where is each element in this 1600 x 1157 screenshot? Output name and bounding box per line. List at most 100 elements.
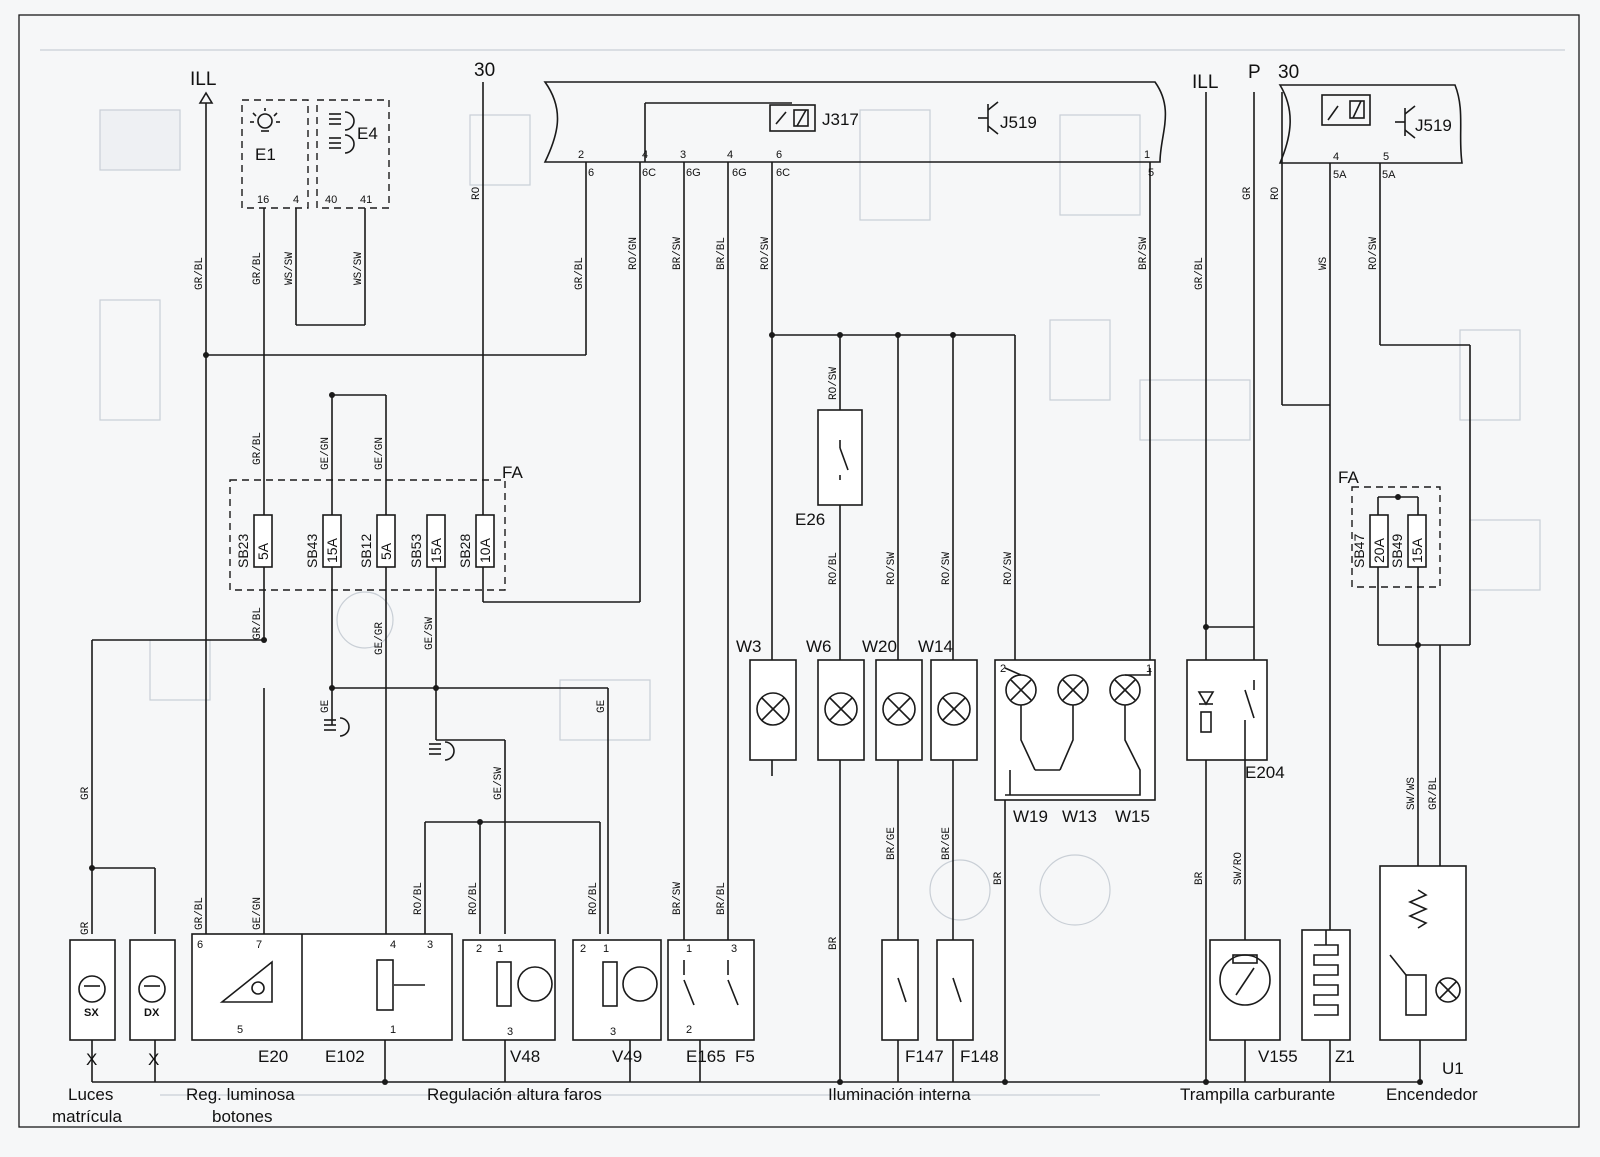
transistor-j519-left-icon	[978, 101, 999, 135]
pin-left-bottom-5: 6C	[776, 167, 790, 179]
module-j519-right-label: J519	[1415, 116, 1452, 135]
e165-pin-1: 1	[686, 943, 692, 955]
fuse-sb53-rating: 15A	[428, 537, 444, 563]
wire-label: BR/GE	[941, 827, 953, 860]
wire-label: RO	[471, 186, 483, 200]
wire-label: GE/SW	[424, 617, 436, 650]
interior-pin-1: 1	[1146, 663, 1152, 675]
v49-label: V49	[612, 1047, 642, 1066]
wire-label: GE/GR	[374, 622, 386, 655]
bottom-components	[69, 865, 1467, 1041]
wire-label: RO/BL	[828, 552, 840, 585]
wire-label: GE	[596, 699, 608, 713]
wire-label: RO/SW	[828, 367, 840, 400]
wire-label: RO/SW	[760, 237, 772, 270]
wire-label: GE/GN	[320, 437, 332, 470]
wire-label: WS/SW	[284, 252, 296, 285]
wire-label: GE	[320, 699, 332, 713]
wire-label: BR	[993, 871, 1005, 885]
lighter-u1-icon	[1389, 954, 1407, 976]
pin-left-top-2: 4	[642, 149, 648, 161]
wire-label: BR/BL	[716, 882, 728, 915]
pin-left-top-6: 1	[1144, 149, 1150, 161]
sx-label: SX	[84, 1007, 99, 1019]
wire-label: WS	[1318, 256, 1330, 270]
wire-label: GR/BL	[194, 897, 206, 930]
wire-label: RO/BL	[468, 882, 480, 915]
wire-label: SW/WS	[1406, 777, 1418, 810]
fuse-labels: SB23 5A SB43 15A SB12 5A SB53 15A SB28 1…	[235, 534, 1425, 568]
pin-left-bottom-4: 6G	[732, 167, 747, 179]
u1-label: U1	[1442, 1059, 1464, 1078]
group-luces-line1: Luces	[68, 1085, 113, 1104]
e1-box	[241, 99, 309, 209]
wire-label: GR	[80, 786, 92, 800]
supply-ill-right: ILL	[1192, 72, 1218, 93]
v48-pin-2: 2	[476, 943, 482, 955]
e20-pin-5: 5	[237, 1024, 243, 1036]
junction-dots	[89, 332, 1423, 1085]
pin-left-top-4: 4	[727, 149, 733, 161]
wire-label: RO/SW	[1003, 552, 1015, 585]
supply-30-right: 30	[1278, 62, 1299, 83]
lamp-w3-label: W3	[736, 637, 762, 656]
fuse-sb23-rating: 5A	[255, 542, 271, 560]
bulb-e1-icon	[250, 108, 280, 132]
group-encendedor: Encendedor	[1386, 1085, 1478, 1104]
wire-label: WS/SW	[353, 252, 365, 285]
pin-left-top-1: 2	[578, 149, 584, 161]
switch-e204	[1186, 659, 1268, 761]
background-ghost	[40, 49, 1565, 1096]
x-label-1: X	[86, 1050, 97, 1069]
pin-left-bottom-6: 5	[1148, 167, 1154, 179]
wire-label: BR	[828, 936, 840, 950]
interior-pin-2: 2	[1000, 663, 1006, 675]
wire-label: BR/GE	[886, 827, 898, 860]
wire-label: GR/BL	[252, 252, 264, 285]
wire-label: BR/SW	[672, 237, 684, 270]
pin-right-bottom-2: 5A	[1382, 169, 1396, 181]
fuse-sb28-rating: 10A	[477, 537, 493, 563]
lamp-icons	[756, 667, 1151, 796]
e20-pin-1: 1	[390, 1024, 396, 1036]
lamp-w20-label: W20	[862, 637, 897, 656]
ill-arrow-icon	[198, 91, 214, 104]
group-regulacion: Regulación altura faros	[427, 1085, 602, 1104]
group-iluminacion: Iluminación interna	[828, 1085, 971, 1104]
group-luces-line2: matrícula	[52, 1107, 122, 1126]
e204-label: E204	[1245, 763, 1285, 782]
pin-right-bottom-1: 5A	[1333, 169, 1347, 181]
wire-label: GE/GN	[374, 437, 386, 470]
wire-label: BR/BL	[716, 237, 728, 270]
v48-label: V48	[510, 1047, 540, 1066]
wire-label: RO/SW	[886, 552, 898, 585]
lamp-w13-label: W13	[1062, 807, 1097, 826]
z1-label: Z1	[1335, 1047, 1355, 1066]
pin-left-top-3: 3	[680, 149, 686, 161]
v48-pin-1: 1	[497, 943, 503, 955]
supply-p-right: P	[1248, 62, 1261, 83]
wire-label: GR	[80, 921, 92, 935]
motor-v155-icon	[1232, 954, 1258, 996]
group-reg-line1: Reg. luminosa	[186, 1085, 295, 1104]
module-j519-right	[1278, 84, 1463, 164]
f148-label: F148	[960, 1047, 999, 1066]
x-label-2: X	[148, 1050, 159, 1069]
group-reg-line2: botones	[212, 1107, 273, 1126]
lamp-boxes	[749, 659, 1156, 801]
relay-right-icon	[1321, 94, 1371, 126]
e4-box	[316, 99, 390, 209]
fuse-sb12-id: SB12	[358, 534, 374, 568]
wire-label: GR/BL	[574, 257, 586, 290]
fuse-sb47-id: SB47	[1351, 534, 1367, 568]
dx-label: DX	[144, 1007, 160, 1019]
v49-pin-2: 2	[580, 943, 586, 955]
e4-label: E4	[357, 124, 378, 143]
wire-label: RO/BL	[413, 882, 425, 915]
e165-pin-3: 3	[731, 943, 737, 955]
wire-label: BR/SW	[672, 882, 684, 915]
v49-pin-1: 1	[603, 943, 609, 955]
fuse-box-fa-right	[1351, 486, 1441, 588]
fuse-sb23-id: SB23	[235, 534, 251, 568]
e165-label: E165	[686, 1047, 726, 1066]
